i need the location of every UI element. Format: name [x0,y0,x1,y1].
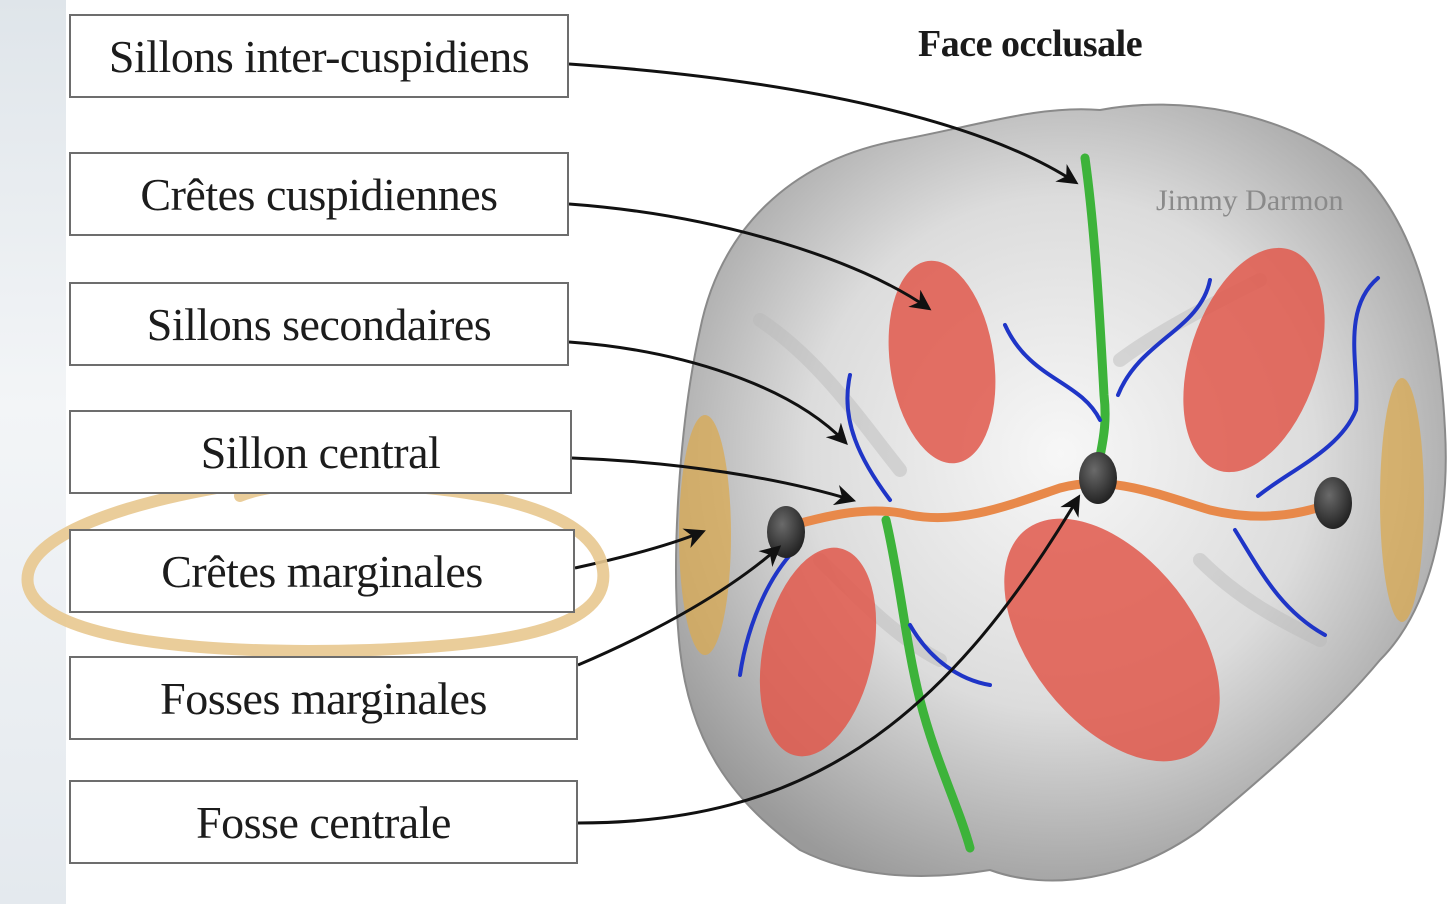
author-credit: Jimmy Darmon [1156,184,1344,218]
label-cretes-cuspidiennes: Crêtes cuspidiennes [69,152,569,236]
label-fosse-centrale: Fosse centrale [69,780,578,864]
marginal-ridge-left [679,415,731,655]
label-sillons-secondaires: Sillons secondaires [69,282,569,366]
label-cretes-marginales: Crêtes marginales [69,529,575,613]
label-sillons-inter-cuspidiens: Sillons inter-cuspidiens [69,14,569,98]
marginal-fossa-right [1314,477,1352,529]
diagram-title: Face occlusale [918,22,1142,66]
central-fossa [1079,452,1117,504]
label-fosses-marginales: Fosses marginales [69,656,578,740]
marginal-ridge-right [1380,378,1424,622]
label-sillon-central: Sillon central [69,410,572,494]
marginal-fossa-left [767,506,805,558]
